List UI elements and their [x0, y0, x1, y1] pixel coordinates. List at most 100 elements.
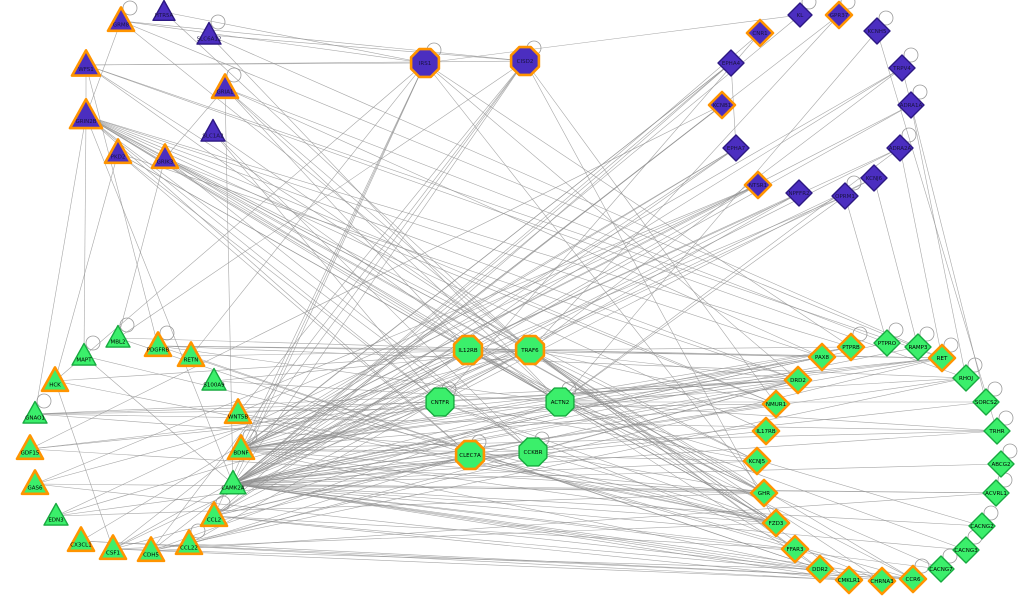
node-CCR6[interactable]: CCR6	[898, 564, 928, 594]
node-KCNJ6[interactable]: KCNJ6	[860, 164, 888, 192]
edge-IRS1-DRD2	[424, 62, 799, 381]
node-IL17RB[interactable]: IL17RB	[751, 416, 781, 446]
node-KL[interactable]: KL	[787, 2, 813, 28]
node-ACVRL1[interactable]: ACVRL1	[982, 479, 1010, 507]
node-PAX8[interactable]: PAX8	[807, 342, 837, 372]
node-NPFFR2[interactable]: NPFFR2	[785, 179, 813, 207]
edge-KL-IRS1	[424, 14, 801, 64]
node-RAMP3[interactable]: RAMP3	[904, 333, 932, 361]
tri-shape-icon	[106, 6, 136, 33]
node-OPRM1[interactable]: OPRM1	[831, 182, 859, 210]
edge-TRAF6-GHR	[529, 349, 765, 494]
edge-KCNJ6-CAMK2A	[232, 177, 875, 485]
selfloop-TRPV4	[903, 47, 919, 63]
edge-CCL22-CCR6	[188, 543, 914, 580]
node-S100A9[interactable]: S100A9	[201, 367, 227, 391]
node-GPR37[interactable]: GPR37	[824, 0, 854, 30]
edge-GRIN2B-FZD3	[85, 115, 777, 524]
node-MBL2[interactable]: MBL2	[105, 324, 131, 348]
node-FFAR3[interactable]: FFAR3	[780, 534, 810, 564]
node-IRS1[interactable]: IRS1	[409, 47, 441, 79]
edge-CCL22-DRD2	[188, 379, 799, 545]
node-SLC1A2[interactable]: SLC1A2	[200, 118, 226, 142]
edge-IRS1-RETN	[190, 62, 426, 357]
edge-NTSR1-BDNF	[240, 184, 759, 450]
edge-CAMK2A-RHOJ	[232, 377, 967, 485]
node-MAPT[interactable]: MAPT	[71, 342, 97, 366]
edge-IL12RB-GHR	[467, 349, 765, 494]
edge-GRIA1-IL12RB	[224, 87, 469, 351]
node-GDF15[interactable]: GDF15	[15, 434, 45, 461]
selfloop-RHOJ	[967, 357, 983, 373]
node-GRIK3[interactable]: GRIK3	[150, 143, 180, 170]
node-GRIN2B[interactable]: GRIN2B	[68, 97, 104, 130]
tri-shape-icon	[174, 529, 204, 556]
edge-IRS1-HCK	[54, 62, 426, 382]
node-HCK[interactable]: HCK	[40, 366, 70, 393]
node-TRHR[interactable]: TRHR	[983, 417, 1011, 445]
edge-WNT5B-DRD2	[237, 379, 799, 414]
node-NTSR1[interactable]: NTSR1	[743, 170, 773, 200]
edge-NPFFR2-CCL22	[188, 192, 800, 545]
edge-OPRM1-ACTN2	[559, 195, 846, 403]
node-HTR5A[interactable]: HTR5A	[152, 0, 176, 22]
node-CHRNA3[interactable]: CHRNA3	[867, 566, 897, 596]
node-EPHA4[interactable]: EPHA4	[717, 49, 745, 77]
edge-TRAF6-CAMK2A	[232, 349, 531, 485]
node-ACTN2[interactable]: ACTN2	[545, 387, 575, 417]
edge-BDNF-DRD2	[240, 379, 799, 450]
node-PTPRO[interactable]: PTPRO	[873, 329, 901, 357]
node-SORCS2[interactable]: SORCS2	[972, 388, 1000, 416]
node-CMKLR1[interactable]: CMKLR1	[834, 565, 864, 595]
node-KCNB1[interactable]: KCNB1	[707, 90, 737, 120]
node-IL12RB[interactable]: IL12RB	[452, 334, 484, 366]
tri-shape-icon	[223, 398, 253, 425]
node-CX3CL1[interactable]: CX3CL1	[66, 526, 96, 553]
node-CACNG7[interactable]: CACNG7	[927, 555, 955, 583]
node-CCKBR[interactable]: CCKBR	[518, 437, 548, 467]
edge-GNAO1-DRD2	[34, 379, 799, 415]
edge-CLEC7A-FFAR3	[469, 454, 796, 550]
dia-shape-icon	[886, 134, 914, 162]
node-GNAO1[interactable]: GNAO1	[22, 400, 48, 424]
node-GRM8[interactable]: GRM8	[106, 6, 136, 33]
node-PDGFRB[interactable]: PDGFRB	[143, 331, 173, 358]
edge-PKD2-CLEC7A	[117, 152, 471, 456]
node-CACNG2[interactable]: CACNG2	[968, 512, 996, 540]
node-CNR1[interactable]: CNR1	[745, 18, 775, 48]
node-CACNG3[interactable]: CACNG3	[952, 536, 980, 564]
edge-CSF1-FZD3	[112, 522, 777, 550]
dia-shape-icon	[785, 179, 813, 207]
node-CLEC7A[interactable]: CLEC7A	[454, 439, 486, 471]
node-RET[interactable]: RET	[927, 343, 957, 373]
node-RHOJ[interactable]: RHOJ	[952, 364, 980, 392]
node-CNTFR[interactable]: CNTFR	[425, 387, 455, 417]
edge-CNTFR-GDF15	[29, 401, 441, 450]
node-PKD2[interactable]: PKD2	[103, 138, 133, 165]
dia-shape-icon	[897, 91, 925, 119]
node-CISD2[interactable]: CISD2	[509, 45, 541, 77]
node-ABCG2[interactable]: ABCG2	[987, 450, 1015, 478]
node-GAS6[interactable]: GAS6	[20, 469, 50, 496]
node-SLC6A12[interactable]: SLC6A12	[196, 21, 222, 45]
node-EPHA7[interactable]: EPHA7	[722, 134, 750, 162]
node-WFS1[interactable]: WFS1	[70, 49, 102, 77]
tri-shape-icon	[71, 342, 97, 366]
edge-GRIK3-CCKBR	[164, 157, 534, 453]
edge-EPHA7-CAMK2A	[232, 147, 737, 485]
node-TRAF6[interactable]: TRAF6	[514, 334, 546, 366]
node-CSF1[interactable]: CSF1	[98, 534, 128, 561]
node-TRPV4[interactable]: TRPV4	[888, 54, 916, 82]
edge-CSF1-DDR2	[112, 548, 821, 570]
edge-SLC1A2-CNTFR	[212, 131, 441, 403]
node-NMUR1[interactable]: NMUR1	[761, 389, 791, 419]
edge-CISD2-MBL2	[117, 60, 526, 339]
tri-shape-icon	[219, 469, 247, 495]
edge-GRM8-RET	[120, 20, 943, 359]
edge-WFS1-IRS1	[85, 62, 426, 66]
node-KCNH5[interactable]: KCNH5	[863, 17, 891, 45]
node-EDN3[interactable]: EDN3	[43, 502, 69, 526]
oct-shape-icon	[545, 387, 575, 417]
node-GRIA1[interactable]: GRIA1	[210, 73, 240, 100]
